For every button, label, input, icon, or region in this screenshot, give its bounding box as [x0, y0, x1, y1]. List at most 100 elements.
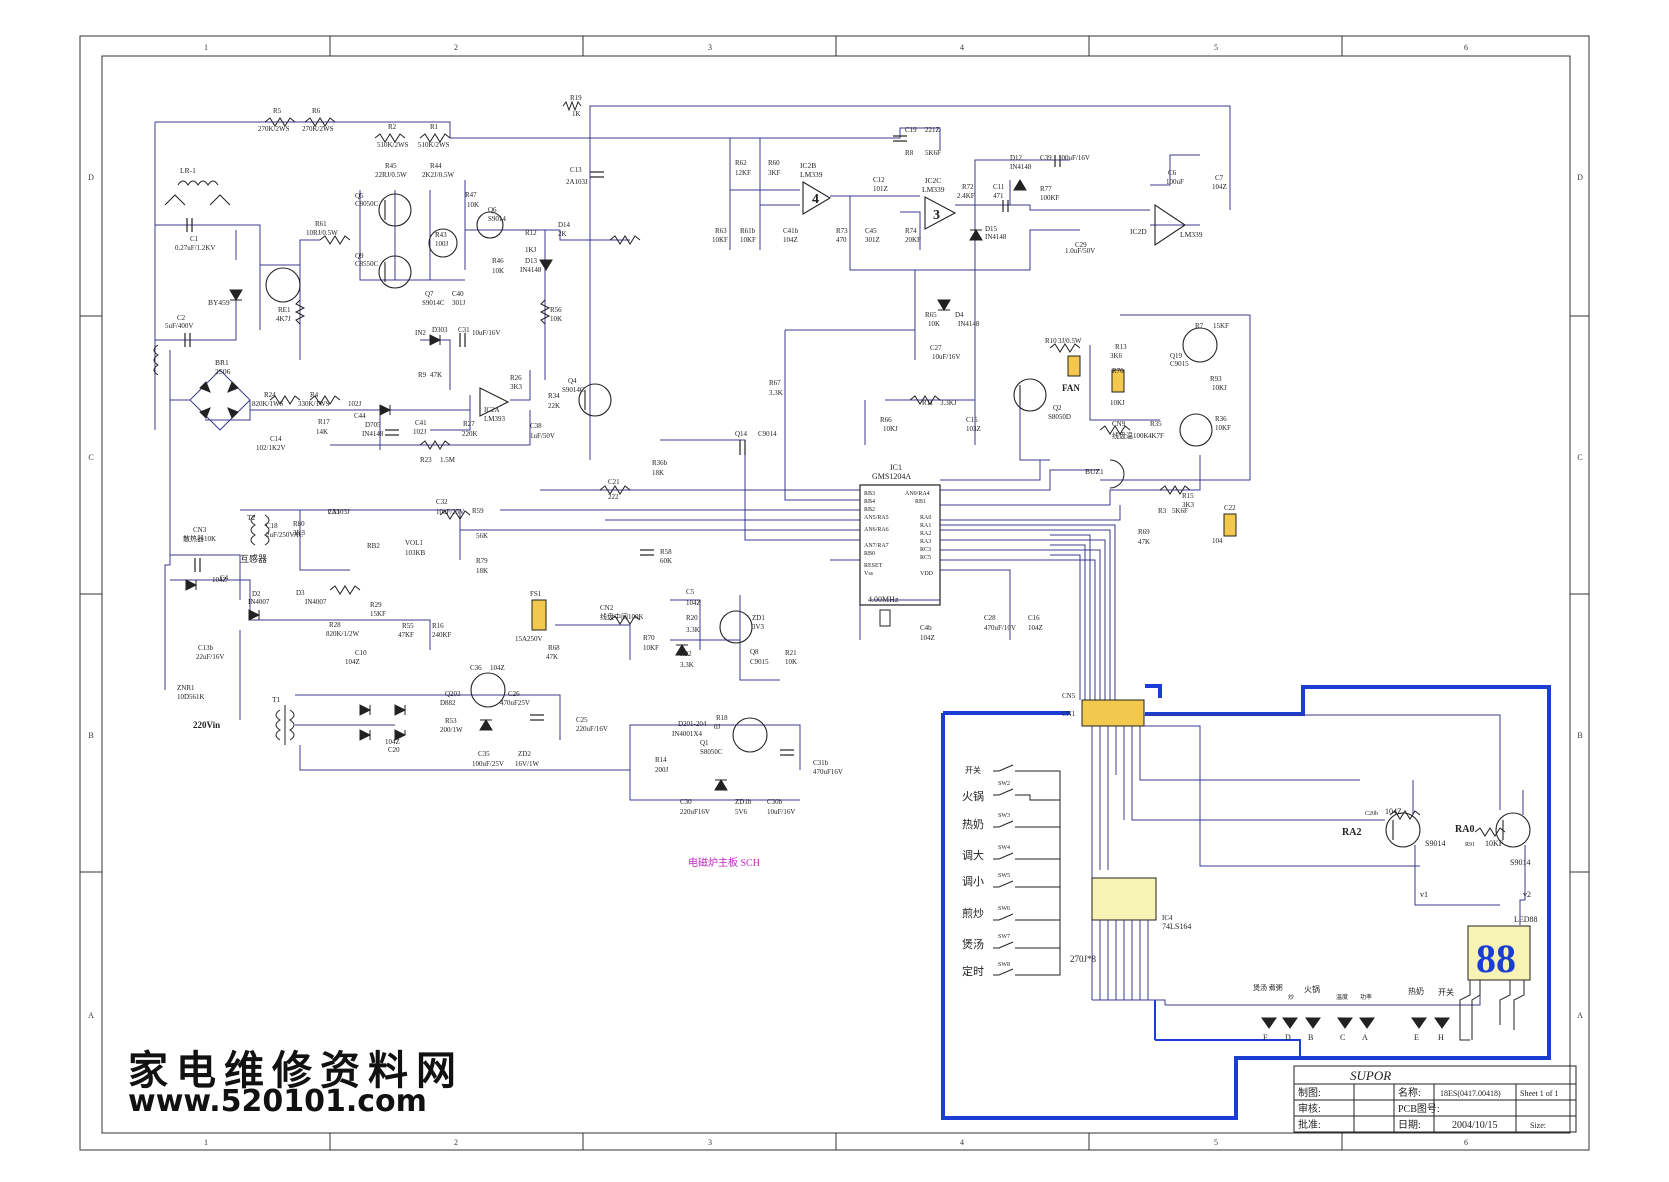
svg-text:10K: 10K	[550, 315, 562, 323]
svg-text:Q203: Q203	[445, 690, 461, 698]
svg-text:22K: 22K	[548, 402, 560, 410]
svg-text:10KF: 10KF	[712, 236, 728, 244]
transistor-symbols	[265, 193, 1531, 848]
svg-text:10K: 10K	[467, 201, 479, 209]
opamp-symbols: 4 3	[479, 181, 1186, 417]
svg-text:510K/2WS: 510K/2WS	[418, 141, 450, 149]
svg-text:S9014C: S9014C	[562, 386, 585, 394]
svg-text:10RJ/0.5W: 10RJ/0.5W	[306, 229, 338, 237]
svg-text:1uF/50V: 1uF/50V	[530, 432, 555, 440]
svg-text:RC3: RC3	[920, 547, 931, 553]
svg-text:RE1: RE1	[278, 306, 291, 314]
svg-text:RB2: RB2	[864, 507, 875, 513]
col-label: 4	[960, 43, 964, 52]
svg-text:10KJ: 10KJ	[883, 425, 898, 433]
svg-text:R47: R47	[465, 191, 477, 199]
svg-text:R63: R63	[715, 227, 727, 235]
svg-text:103Z: 103Z	[966, 425, 981, 433]
svg-text:VOL1: VOL1	[405, 539, 423, 547]
svg-text:R61: R61	[315, 220, 327, 228]
svg-text:2S06: 2S06	[215, 367, 231, 376]
svg-text:热奶: 热奶	[1408, 986, 1424, 996]
key-label: 定时	[962, 964, 984, 978]
svg-text:SW2: SW2	[998, 781, 1010, 787]
svg-text:RESET: RESET	[864, 563, 883, 569]
col-label: 2	[454, 1138, 458, 1147]
svg-text:R70: R70	[643, 634, 655, 642]
svg-text:C41: C41	[415, 419, 427, 427]
svg-text:2A103J: 2A103J	[566, 178, 588, 186]
svg-text:Vss: Vss	[864, 571, 874, 577]
svg-text:制图:: 制图:	[1298, 1086, 1321, 1099]
svg-text:AN6/RA6: AN6/RA6	[864, 527, 889, 533]
svg-text:BR1: BR1	[215, 358, 229, 367]
svg-text:R92: R92	[680, 650, 692, 658]
svg-text:IC2D: IC2D	[1130, 227, 1147, 236]
key-label: 煲汤	[962, 937, 984, 951]
svg-text:火锅: 火锅	[1304, 984, 1320, 994]
circuit-wiring	[154, 105, 1251, 801]
led-display-digits: 88	[1476, 936, 1516, 981]
svg-text:3K3: 3K3	[510, 383, 523, 391]
svg-text:D882: D882	[440, 699, 456, 707]
row-label: D	[1577, 173, 1583, 182]
svg-text:Size:: Size:	[1530, 1121, 1546, 1130]
svg-text:IN4148: IN4148	[1010, 163, 1032, 171]
svg-text:R26: R26	[510, 374, 522, 382]
col-label: 1	[204, 1138, 208, 1147]
svg-text:IN4007: IN4007	[305, 598, 327, 606]
svg-text:S8050C: S8050C	[700, 748, 723, 756]
svg-text:C25: C25	[576, 716, 588, 724]
svg-text:CN5: CN5	[1062, 692, 1076, 700]
svg-text:Sheet 1 of 1: Sheet 1 of 1	[1520, 1089, 1558, 1098]
svg-text:C36: C36	[470, 664, 482, 672]
svg-text:0.27uF/1.2KV: 0.27uF/1.2KV	[175, 244, 215, 252]
key-switches: 开关 火锅 热奶 调大 调小 煎炒 煲汤 定时 SW2 SW3 SW4 SW5 …	[962, 764, 1097, 978]
svg-text:102J: 102J	[413, 428, 427, 436]
svg-text:R15: R15	[1182, 492, 1194, 500]
row-label: B	[1577, 731, 1582, 740]
svg-text:104Z: 104Z	[920, 634, 935, 642]
svg-text:C6: C6	[1168, 169, 1177, 177]
svg-text:C19: C19	[905, 126, 917, 134]
svg-text:820K/1/2W: 820K/1/2W	[326, 630, 359, 638]
svg-text:10uF/16V: 10uF/16V	[767, 808, 795, 816]
svg-text:R24: R24	[264, 391, 276, 399]
svg-text:T1: T1	[272, 695, 281, 704]
svg-text:R56: R56	[550, 306, 562, 314]
svg-text:18K: 18K	[652, 469, 664, 477]
svg-text:C30b: C30b	[767, 798, 783, 806]
svg-text:20KF: 20KF	[905, 236, 921, 244]
svg-text:R10: R10	[1045, 337, 1057, 345]
col-label: 5	[1214, 43, 1218, 52]
svg-text:C13b: C13b	[198, 644, 214, 652]
svg-text:R34: R34	[548, 392, 560, 400]
svg-text:4: 4	[812, 192, 819, 207]
svg-text:2uF/250VAC: 2uF/250VAC	[266, 531, 304, 539]
svg-text:R44: R44	[430, 162, 442, 170]
svg-text:10uF/25V: 10uF/25V	[436, 508, 464, 516]
svg-text:C33: C33	[328, 508, 340, 516]
svg-text:Q4: Q4	[568, 377, 577, 385]
svg-text:S9014C: S9014C	[422, 299, 445, 307]
svg-text:E: E	[1414, 1033, 1419, 1042]
svg-text:Q7: Q7	[425, 290, 434, 298]
svg-text:CN2: CN2	[600, 604, 614, 612]
svg-text:R62: R62	[735, 159, 747, 167]
svg-text:5V6: 5V6	[735, 808, 748, 816]
svg-text:Q14: Q14	[735, 430, 748, 438]
svg-text:R4: R4	[310, 391, 319, 399]
indicator-leds: F D B C A E H 煲汤 煮粥 炒 火锅 温度 功率 热奶 开关	[1253, 983, 1454, 1042]
svg-text:3.3K: 3.3K	[686, 626, 700, 634]
svg-text:RA1: RA1	[920, 523, 931, 529]
mcu-part: GMS1204A	[872, 472, 911, 481]
svg-text:H: H	[1438, 1033, 1444, 1042]
row-label: C	[1577, 453, 1582, 462]
svg-text:104Z: 104Z	[1028, 624, 1043, 632]
svg-text:C30: C30	[680, 798, 692, 806]
svg-text:10KF: 10KF	[740, 236, 756, 244]
svg-text:D303: D303	[432, 326, 448, 334]
svg-text:IN2: IN2	[415, 329, 426, 337]
diode-symbols	[185, 179, 1027, 791]
svg-text:R77: R77	[1040, 185, 1052, 193]
